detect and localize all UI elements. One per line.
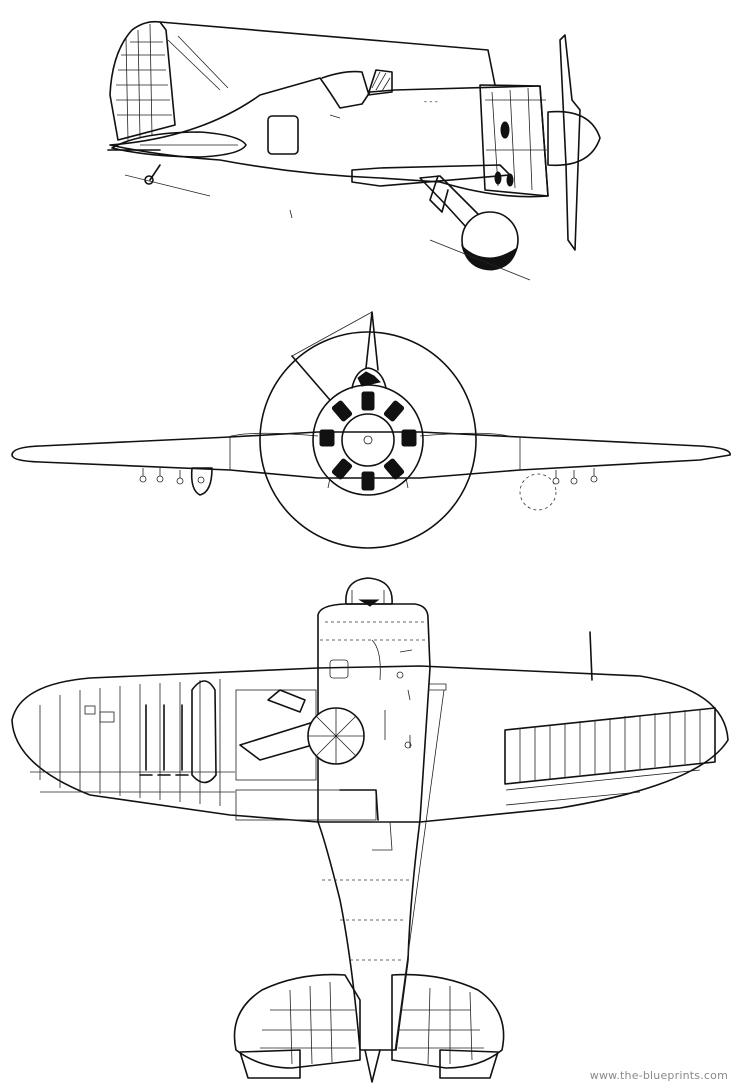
side-view: - - - [107, 20, 601, 281]
watermark-text: www.the-blueprints.com [589, 1069, 728, 1082]
front-view [11, 311, 731, 549]
svg-text:- - -: - - - [424, 97, 438, 106]
top-view [11, 577, 729, 1083]
